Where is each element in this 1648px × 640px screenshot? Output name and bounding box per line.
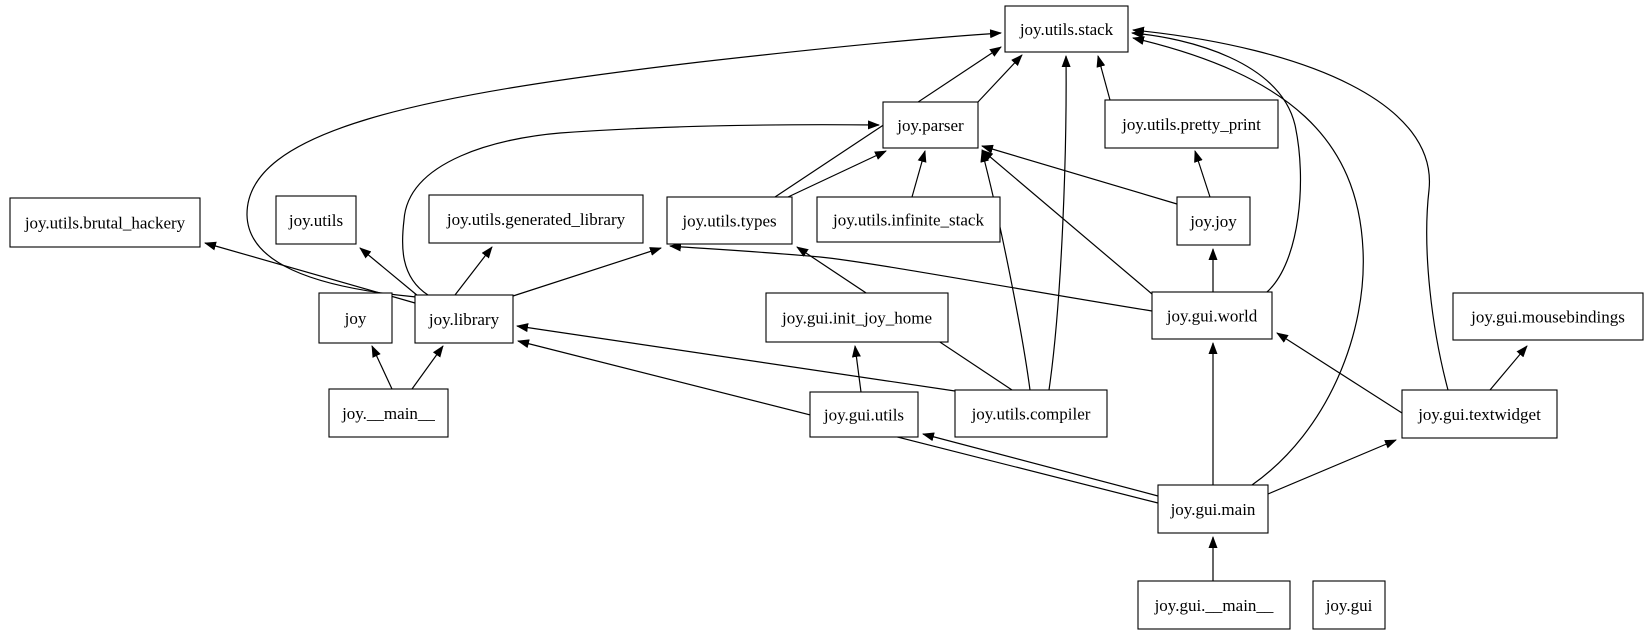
node-box-stack	[1004, 5, 1129, 53]
edge-joy_joy-to-pretty_print	[1194, 150, 1211, 198]
edge-infinite_stack-to-parser	[911, 150, 927, 198]
node-label-gui-utils: joy.gui.utils	[823, 406, 904, 425]
node-label-gui-main: joy.gui.main	[1170, 500, 1256, 519]
graph-node-infinite-stack: joy.utils.infinite_stack	[816, 196, 1001, 243]
node-box-pretty-print	[1104, 99, 1279, 149]
edge-world-to-parser	[981, 149, 1153, 295]
node-box-joy-main	[328, 388, 449, 438]
edge-library-to-types	[512, 247, 662, 297]
node-box-brutal-hackery	[9, 197, 201, 248]
edge-gui_main-to-textwidget	[1267, 439, 1397, 495]
node-label-init-joy-home: joy.gui.init_joy_home	[781, 309, 932, 328]
node-label-world: joy.gui.world	[1166, 307, 1258, 326]
edge-compiler-to-stack	[1048, 55, 1071, 391]
graph-node-compiler: joy.utils.compiler	[954, 389, 1108, 438]
node-label-textwidget: joy.gui.textwidget	[1417, 405, 1541, 424]
edge-types-to-parser	[787, 150, 887, 198]
node-box-infinite-stack	[816, 196, 1001, 243]
node-label-pretty-print: joy.utils.pretty_print	[1121, 115, 1261, 134]
graph-node-world: joy.gui.world	[1151, 291, 1273, 340]
node-label-brutal-hackery: joy.utils.brutal_hackery	[24, 214, 186, 233]
edge-world-to-stack	[1131, 29, 1302, 293]
node-box-generated-library	[428, 194, 644, 244]
node-label-utils: joy.utils	[288, 211, 343, 230]
node-label-compiler: joy.utils.compiler	[971, 405, 1091, 424]
edge-textwidget-to-stack	[1132, 26, 1449, 391]
edge-library-to-generated_library	[454, 246, 493, 296]
graph-node-joy: joy	[318, 292, 393, 344]
graph-node-generated-library: joy.utils.generated_library	[428, 194, 644, 244]
node-label-types: joy.utils.types	[681, 212, 776, 231]
graph-node-gui-main: joy.gui.main	[1157, 484, 1269, 534]
node-box-compiler	[954, 389, 1108, 438]
node-box-joy-joy	[1176, 196, 1251, 246]
node-box-world	[1151, 291, 1273, 340]
graph-node-types: joy.utils.types	[666, 196, 793, 245]
node-label-stack: joy.utils.stack	[1019, 20, 1114, 39]
graph-node-textwidget: joy.gui.textwidget	[1401, 389, 1558, 439]
edge-parser-to-stack	[976, 54, 1023, 104]
node-label-joy-main: joy.__main__	[341, 404, 435, 423]
edge-joy_main-to-joy	[371, 345, 393, 390]
node-label-library: joy.library	[428, 310, 500, 329]
graph-node-parser: joy.parser	[882, 101, 979, 149]
node-label-joy-joy: joy.joy	[1189, 212, 1237, 231]
node-box-textwidget	[1401, 389, 1558, 439]
edge-textwidget-to-world	[1276, 332, 1403, 414]
edge-pretty_print-to-stack	[1096, 55, 1111, 101]
node-box-gui-main	[1157, 484, 1269, 534]
graph-node-gui-utils: joy.gui.utils	[809, 391, 919, 438]
node-box-gui-main-mod	[1137, 580, 1291, 630]
edge-library-to-stack	[246, 29, 1002, 298]
edge-library-to-utils	[359, 247, 419, 297]
graph-node-init-joy-home: joy.gui.init_joy_home	[765, 292, 949, 343]
node-box-types	[666, 196, 793, 245]
graph-node-pretty-print: joy.utils.pretty_print	[1104, 99, 1279, 149]
graph-node-gui-main-mod: joy.gui.__main__	[1137, 580, 1291, 630]
edge-gui_main-to-gui_utils	[922, 432, 1159, 497]
node-label-parser: joy.parser	[896, 116, 964, 135]
node-label-joy: joy	[344, 309, 367, 328]
graph-node-mousebindings: joy.gui.mousebindings	[1452, 292, 1644, 341]
node-label-generated-library: joy.utils.generated_library	[446, 210, 626, 229]
node-box-parser	[882, 101, 979, 149]
node-box-library	[414, 294, 514, 344]
node-box-gui-utils	[809, 391, 919, 438]
node-label-gui: joy.gui	[1325, 596, 1373, 615]
graph-node-gui: joy.gui	[1312, 580, 1386, 630]
edge-compiler-to-parser	[980, 150, 1031, 391]
edge-gui_main-to-stack	[1132, 36, 1364, 486]
node-box-init-joy-home	[765, 292, 949, 343]
node-label-mousebindings: joy.gui.mousebindings	[1470, 308, 1625, 327]
graph-node-brutal-hackery: joy.utils.brutal_hackery	[9, 197, 201, 248]
graph-node-library: joy.library	[414, 294, 514, 344]
edge-joy_main-to-library	[411, 345, 444, 390]
edge-gui_utils-to-init_joy_home	[851, 345, 862, 393]
node-box-gui	[1312, 580, 1386, 630]
node-box-mousebindings	[1452, 292, 1644, 341]
graph-node-joy-joy: joy.joy	[1176, 196, 1251, 246]
node-label-gui-main-mod: joy.gui.__main__	[1154, 596, 1274, 615]
node-label-infinite-stack: joy.utils.infinite_stack	[832, 211, 984, 230]
edge-library-to-parser	[401, 120, 880, 296]
edge-joy_joy-to-parser	[981, 144, 1178, 205]
graph-node-stack: joy.utils.stack	[1004, 5, 1129, 53]
edge-world-to-types	[669, 242, 1153, 312]
graph-node-utils: joy.utils	[275, 195, 357, 245]
node-box-joy	[318, 292, 393, 344]
edge-compiler-to-library	[516, 323, 956, 392]
edge-textwidget-to-mousebindings	[1489, 345, 1528, 391]
graph-node-joy-main: joy.__main__	[328, 388, 449, 438]
node-box-utils	[275, 195, 357, 245]
